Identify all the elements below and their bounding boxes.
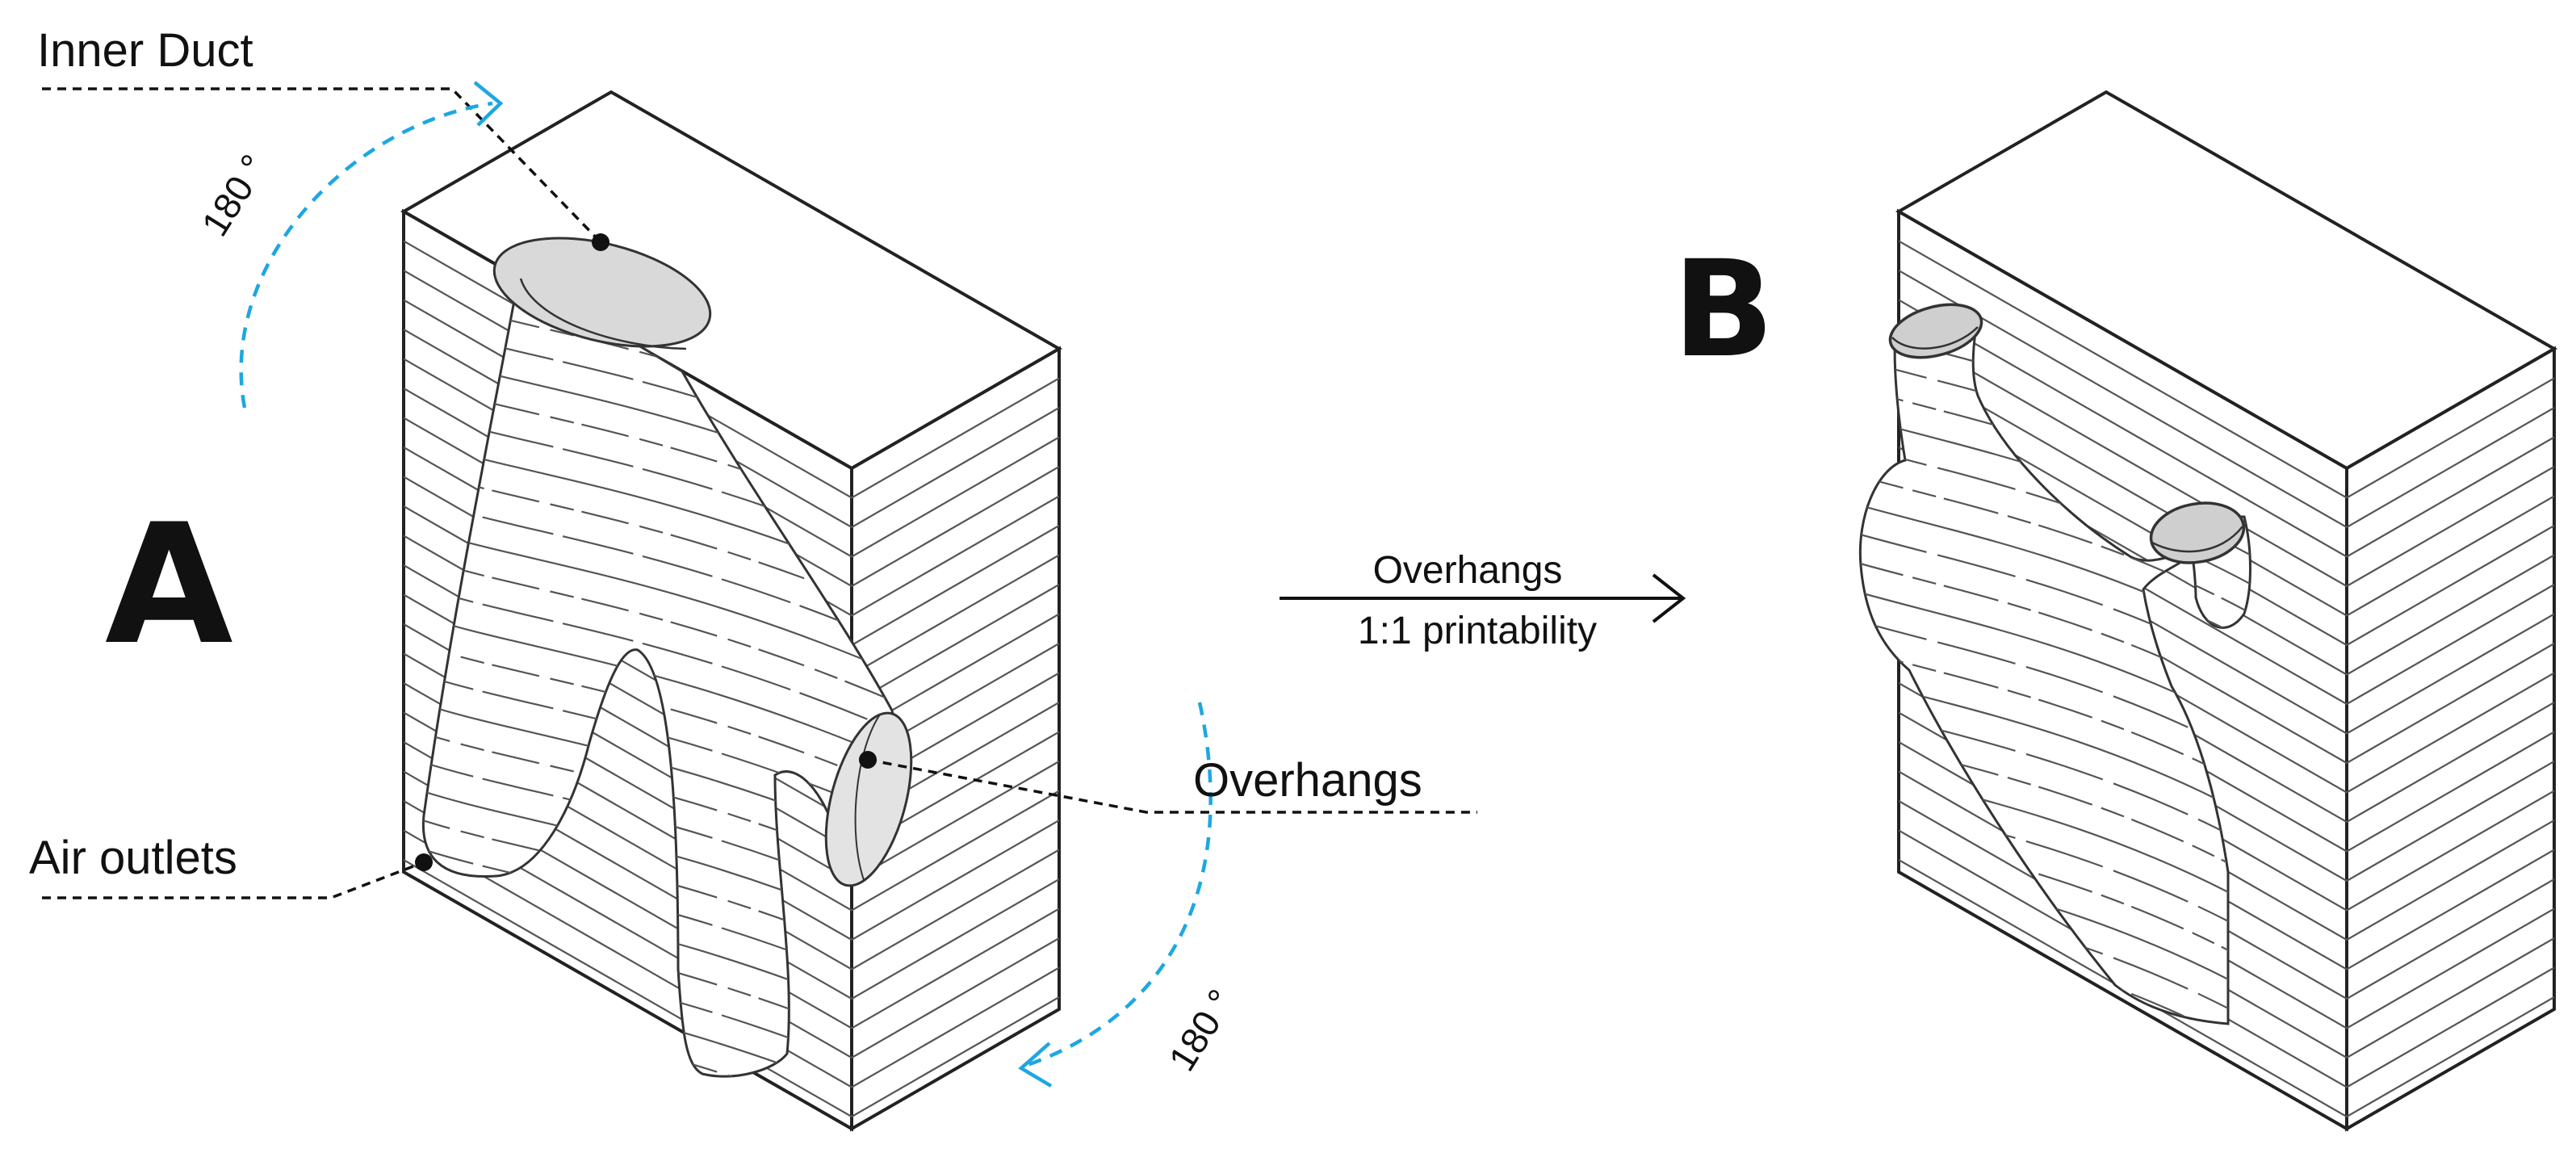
block-layer-line <box>1899 240 2347 499</box>
block-layer-line <box>2347 849 2554 970</box>
overhangs-label: Overhangs <box>1193 754 1422 807</box>
block-layer-line <box>852 495 1059 617</box>
rotation-arrow-top <box>239 101 493 409</box>
block-layer-line <box>852 908 1059 1029</box>
panel-b-side-face <box>2345 346 2556 1132</box>
air-outlets-label: Air outlets <box>29 832 237 884</box>
panel-b-side-opening <box>2149 501 2246 564</box>
inner-duct-label: Inner Duct <box>37 24 253 77</box>
block-layer-line <box>2347 908 2554 1029</box>
block-layer-line <box>2347 495 2554 617</box>
block-layer-line <box>2347 937 2554 1058</box>
panel-b-top-opening-rim <box>1891 326 1979 350</box>
panel-a-label: A <box>105 489 233 681</box>
inner-duct-dot <box>592 233 609 251</box>
overhangs-leader <box>867 758 1477 814</box>
block-layer-line <box>852 584 1059 705</box>
block-layer-line <box>2347 584 2554 705</box>
duct-layer-line <box>423 463 895 620</box>
duct-layer-line <box>423 551 895 707</box>
block-layer-line <box>852 820 1059 941</box>
block-layer-line <box>852 407 1059 528</box>
transition-arrow-head <box>1652 573 1686 623</box>
panel-b-top-opening <box>1888 303 1983 359</box>
block-layer-line <box>852 525 1059 646</box>
block-layer-line <box>2347 790 2554 912</box>
transition-label-overhangs: Overhangs <box>1373 549 1563 592</box>
duct-layer-line <box>423 638 895 794</box>
block-layer-line <box>852 554 1059 676</box>
block-layer-line <box>2347 702 2554 823</box>
block-layer-line <box>2347 613 2554 735</box>
block-layer-line <box>2347 554 2554 676</box>
block-layer-line <box>852 849 1059 970</box>
block-layer-line <box>2347 878 2554 1000</box>
block-layer-line <box>852 996 1059 1117</box>
block-layer-line <box>2347 966 2554 1088</box>
duct-layer-line <box>1860 530 2251 677</box>
panel-a-leaders <box>42 87 1477 899</box>
rotation-arrow-bottom-head <box>1018 1042 1053 1088</box>
rotation-arrow-top-head <box>473 81 504 127</box>
block-layer-line <box>2347 377 2554 499</box>
block-layer-line <box>852 761 1059 882</box>
panel-b-side-opening-rim <box>2151 526 2243 553</box>
inner-duct-leader <box>42 87 602 244</box>
panel-a-side-layer-lines <box>852 377 1059 1117</box>
air-outlets-leader <box>42 861 425 899</box>
panel-b-duct-body <box>1858 317 2251 1025</box>
duct-layer-line <box>1860 617 2251 765</box>
duct-layer-line <box>423 376 895 533</box>
block-layer-line <box>2347 672 2554 794</box>
block-layer-line <box>852 790 1059 912</box>
panel-a-top-opening <box>492 237 712 348</box>
panel-a-side-face <box>850 346 1061 1132</box>
block-layer-line <box>852 937 1059 1058</box>
block-layer-line <box>852 466 1059 587</box>
block-layer-line <box>2347 820 2554 941</box>
block-layer-line <box>852 966 1059 1088</box>
block-layer-line <box>852 377 1059 499</box>
rotation-bottom-label: 180 ° <box>1160 982 1242 1078</box>
block-layer-line <box>2347 761 2554 882</box>
panel-b-side-layer-lines <box>2347 377 2554 1117</box>
panel-a-side-opening-rim <box>854 714 881 881</box>
block-layer-line <box>2347 525 2554 646</box>
block-layer-line <box>404 859 852 1117</box>
air-outlets-dot <box>415 853 433 871</box>
overhangs-dot <box>859 751 877 769</box>
block-layer-line <box>2347 407 2554 528</box>
panel-a-side-opening <box>824 711 913 887</box>
transition-label-printability: 1:1 printability <box>1358 610 1597 652</box>
block-layer-line <box>852 878 1059 1000</box>
panel-a-inner-duct <box>421 237 913 1078</box>
block-layer-line <box>2347 643 2554 764</box>
panel-a-rotation-arrows <box>239 81 1213 1088</box>
panel-b-block <box>1895 90 2558 1132</box>
panel-b-label: B <box>1673 232 1774 387</box>
block-layer-line <box>852 436 1059 558</box>
block-layer-line <box>2347 731 2554 853</box>
block-layer-line <box>2347 466 2554 587</box>
block-layer-line <box>2347 436 2554 558</box>
block-layer-line <box>2347 996 2554 1117</box>
transition-arrow <box>1280 573 1686 623</box>
panel-a-top-opening-rim <box>519 278 687 350</box>
rotation-top-label: 180 ° <box>193 147 274 243</box>
